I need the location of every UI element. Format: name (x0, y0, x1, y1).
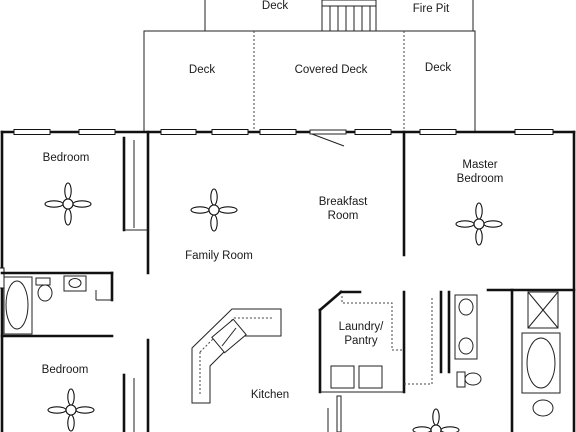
left-bath-fixtures (3, 275, 87, 335)
ceiling-fan-icon (44, 182, 92, 226)
upper-deck (204, 0, 474, 31)
master-bath-fixtures (454, 291, 561, 417)
bedroom-label: Bedroom (43, 152, 90, 164)
lower-deck (143, 30, 476, 132)
breakfast-room-label: Room (328, 210, 359, 222)
laundry-pantry-label: Pantry (344, 335, 377, 347)
deck-left-label: Deck (189, 64, 215, 76)
kitchen-island (191, 308, 282, 404)
bedroom-label: Bedroom (42, 364, 89, 376)
pantry-shelves (341, 296, 433, 385)
ceiling-fan-icon (47, 388, 95, 432)
kitchen-door[interactable] (327, 395, 342, 432)
fire-pit-label: Fire Pit (413, 3, 450, 15)
family-room-label: Family Room (185, 250, 253, 262)
windows (0, 129, 554, 289)
ceiling-fan-icon (190, 188, 238, 232)
master-bedroom-label: Master (462, 159, 497, 171)
ceiling-fan-icon (455, 202, 503, 246)
kitchen-label: Kitchen (251, 389, 289, 401)
laundry-appliances (330, 365, 383, 389)
covered-deck-label: Covered Deck (295, 64, 368, 76)
ceiling-fan-icon (412, 408, 460, 432)
breakfast-room-label: Breakfast (319, 196, 368, 208)
deck-door[interactable] (309, 129, 347, 147)
deck-stairs (321, 0, 377, 32)
deck-right-label: Deck (425, 62, 451, 74)
laundry-pantry-label: Laundry/ (339, 321, 385, 333)
master-bedroom-label: Bedroom (457, 173, 504, 185)
interior-walls (0, 130, 576, 432)
deck-top-label: Deck (262, 0, 288, 12)
